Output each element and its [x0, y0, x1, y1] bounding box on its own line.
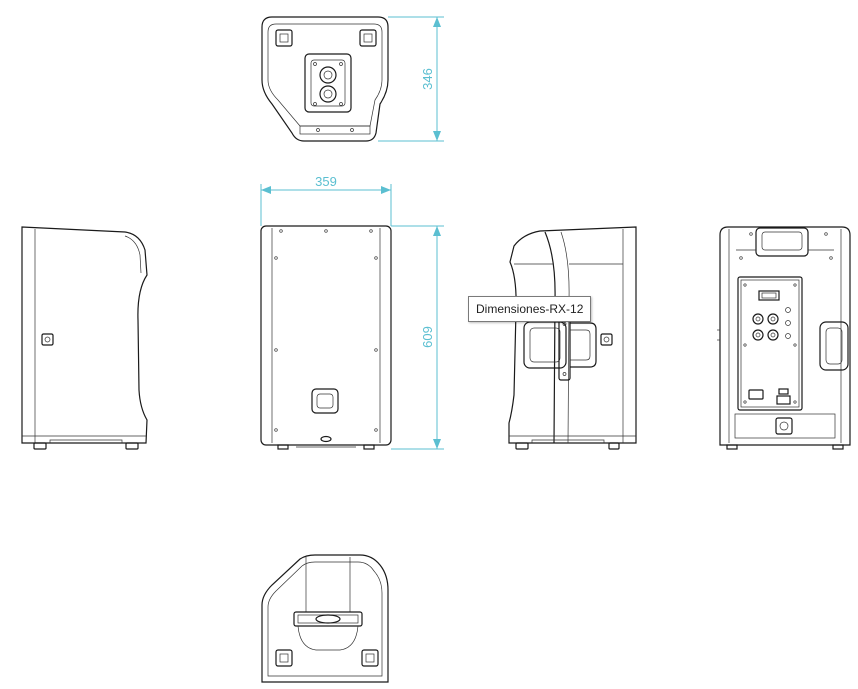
bottom-view — [261, 554, 389, 683]
right-side-view — [508, 226, 637, 450]
dimension-label-346: 346 — [420, 68, 435, 90]
top-view — [261, 16, 389, 142]
front-view — [260, 225, 392, 450]
left-side-view — [21, 226, 148, 450]
dimension-359: 359 — [260, 174, 392, 226]
dimension-label-609: 609 — [420, 326, 435, 348]
dimension-609: 609 — [391, 225, 444, 450]
rear-view — [717, 226, 851, 450]
dimension-label-359: 359 — [315, 174, 337, 189]
tooltip: Dimensiones-RX-12 — [468, 296, 592, 322]
dimension-346: 346 — [378, 16, 444, 142]
